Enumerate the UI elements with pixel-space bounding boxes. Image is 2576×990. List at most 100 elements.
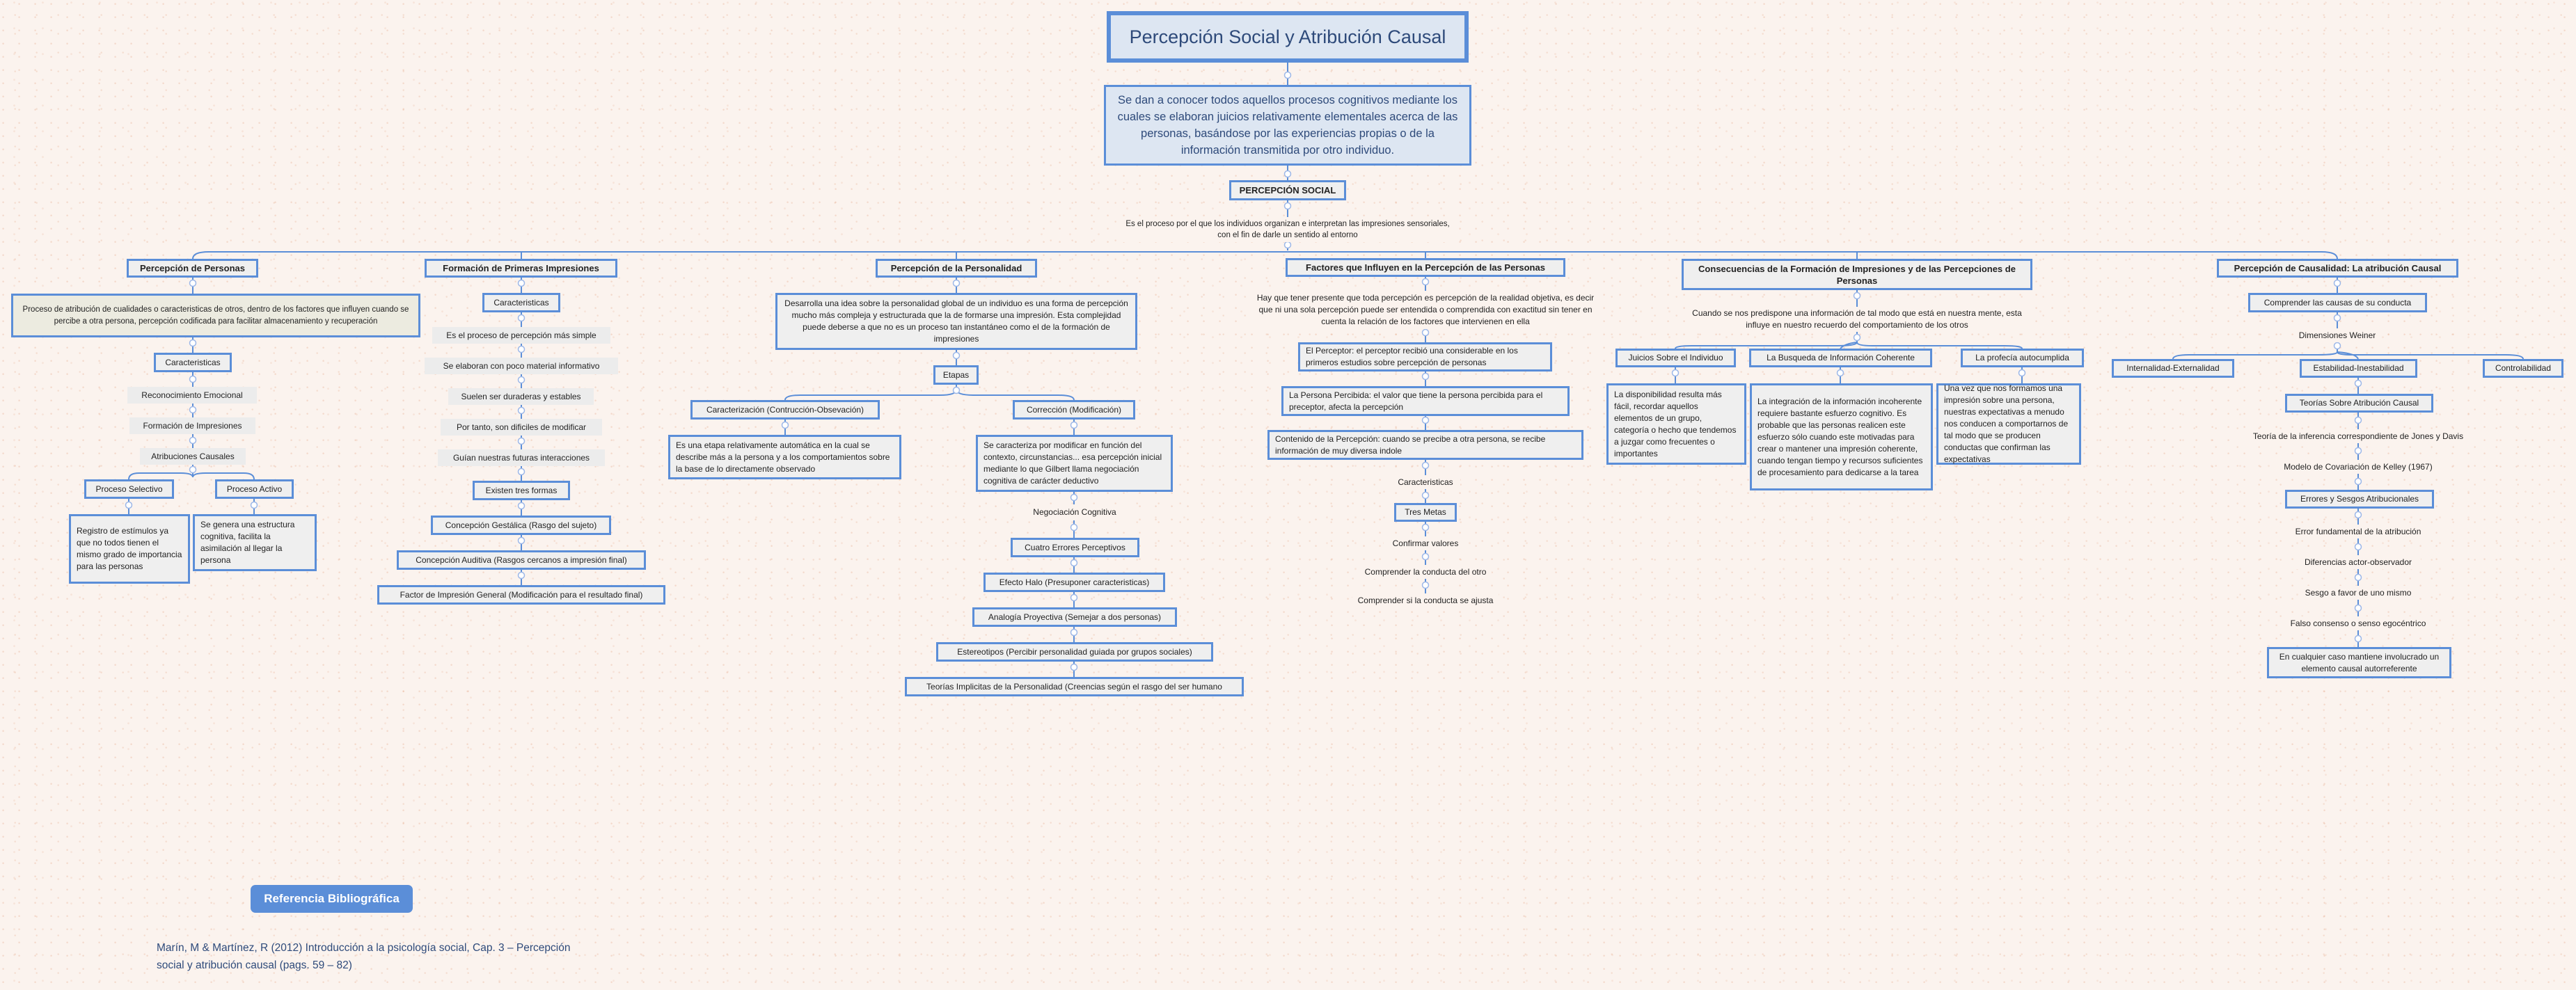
branch-primeras-impresiones[interactable]: Formación de Primeras Impresiones xyxy=(425,259,617,278)
collapse-toggle-icon[interactable] xyxy=(189,375,197,383)
collapse-toggle-icon[interactable] xyxy=(517,279,526,287)
primeras-item[interactable]: Guían nuestras futuras interacciones xyxy=(438,449,605,466)
factor-perceptor[interactable]: El Perceptor: el perceptor recibió una c… xyxy=(1298,342,1552,372)
collapse-toggle-icon[interactable] xyxy=(1421,523,1430,532)
collapse-toggle-icon[interactable] xyxy=(2354,379,2362,388)
dimension-item[interactable]: Estabilidad-Inestabilidad xyxy=(2300,359,2417,378)
consecuencias-description[interactable]: Cuando se nos predispone una información… xyxy=(1691,307,2023,332)
collapse-toggle-icon[interactable] xyxy=(2354,604,2362,612)
biases-label[interactable]: Errores y Sesgos Atribucionales xyxy=(2285,490,2434,509)
collapse-toggle-icon[interactable] xyxy=(125,501,133,509)
collapse-toggle-icon[interactable] xyxy=(1421,581,1430,589)
personas-item[interactable]: Atribuciones Causales xyxy=(140,448,246,465)
intro-node[interactable]: Se dan a conocer todos aquellos procesos… xyxy=(1104,85,1471,166)
primeras-form[interactable]: Concepción Gestálica (Rasgo del sujeto) xyxy=(431,516,611,535)
collapse-toggle-icon[interactable] xyxy=(1283,170,1292,178)
collapse-toggle-icon[interactable] xyxy=(1070,628,1078,637)
bias-item[interactable]: Error fundamental de la atribución xyxy=(2285,525,2431,538)
collapse-toggle-icon[interactable] xyxy=(1070,559,1078,567)
collapse-toggle-icon[interactable] xyxy=(1421,552,1430,561)
collapse-toggle-icon[interactable] xyxy=(189,279,197,287)
consecuencia-busqueda[interactable]: La Busqueda de Información Coherente xyxy=(1749,349,1932,367)
personalidad-stages-label[interactable]: Etapas xyxy=(933,365,979,385)
branch-causalidad[interactable]: Percepción de Causalidad: La atribución … xyxy=(2217,259,2458,278)
collapse-toggle-icon[interactable] xyxy=(189,465,197,474)
stage-correccion-detail[interactable]: Se caracteriza por modificar en función … xyxy=(976,435,1173,492)
goal-item[interactable]: Confirmar valores xyxy=(1384,536,1467,550)
theories-label[interactable]: Teorías Sobre Atribución Causal xyxy=(2285,394,2433,413)
goal-item[interactable]: Comprender si la conducta se ajusta xyxy=(1352,593,1499,607)
collapse-toggle-icon[interactable] xyxy=(1283,202,1292,210)
collapse-toggle-icon[interactable] xyxy=(517,536,526,545)
collapse-toggle-icon[interactable] xyxy=(250,501,258,509)
collapse-toggle-icon[interactable] xyxy=(1421,278,1430,286)
stage-correccion[interactable]: Corrección (Modificación) xyxy=(1013,400,1135,420)
reference-button[interactable]: Referencia Bibliográfica xyxy=(251,885,413,913)
collapse-toggle-icon[interactable] xyxy=(2354,634,2362,643)
collapse-toggle-icon[interactable] xyxy=(517,314,526,322)
collapse-toggle-icon[interactable] xyxy=(189,339,197,347)
factores-characteristics[interactable]: Caracteristicas xyxy=(1391,475,1460,489)
perceptive-error[interactable]: Analogía Proyectiva (Semejar a dos perso… xyxy=(972,607,1177,627)
collapse-toggle-icon[interactable] xyxy=(517,406,526,415)
bias-item[interactable]: Falso consenso o senso egocéntrico xyxy=(2282,616,2435,630)
collapse-toggle-icon[interactable] xyxy=(517,502,526,510)
primeras-form[interactable]: Factor de Impresión General (Modificació… xyxy=(377,585,665,605)
collapse-toggle-icon[interactable] xyxy=(1853,292,1861,300)
primeras-characteristics[interactable]: Caracteristicas xyxy=(482,293,560,312)
proceso-activo[interactable]: Proceso Activo xyxy=(215,479,294,499)
collapse-toggle-icon[interactable] xyxy=(1853,333,1861,342)
collapse-toggle-icon[interactable] xyxy=(2354,543,2362,551)
personas-description[interactable]: Proceso de atribución de cualidades o ca… xyxy=(11,294,420,337)
collapse-toggle-icon[interactable] xyxy=(517,571,526,580)
collapse-toggle-icon[interactable] xyxy=(1070,523,1078,532)
collapse-toggle-icon[interactable] xyxy=(952,386,961,394)
collapse-toggle-icon[interactable] xyxy=(1070,663,1078,671)
consecuencia-juicios[interactable]: Juicios Sobre el Individuo xyxy=(1615,349,1736,367)
collapse-toggle-icon[interactable] xyxy=(1836,369,1844,377)
collapse-toggle-icon[interactable] xyxy=(517,437,526,445)
personalidad-description[interactable]: Desarrolla una idea sobre la personalida… xyxy=(775,293,1137,350)
collapse-toggle-icon[interactable] xyxy=(781,421,789,429)
stage-caracterizacion[interactable]: Caracterización (Contrucción-Obsevación) xyxy=(690,400,880,420)
branch-percepcion-personas[interactable]: Percepción de Personas xyxy=(127,259,258,278)
collapse-toggle-icon[interactable] xyxy=(2333,342,2341,350)
primeras-item[interactable]: Es el proceso de percepción más simple xyxy=(432,327,610,344)
consecuencia-profecia[interactable]: La profecía autocumplida xyxy=(1961,349,2084,367)
collapse-toggle-icon[interactable] xyxy=(2354,511,2362,519)
causalidad-purpose[interactable]: Comprender las causas de su conducta xyxy=(2248,293,2427,312)
proceso-selectivo[interactable]: Proceso Selectivo xyxy=(84,479,174,499)
collapse-toggle-icon[interactable] xyxy=(1421,461,1430,470)
bias-item[interactable]: Diferencias actor-observador xyxy=(2296,555,2421,569)
personas-characteristics[interactable]: Caracteristicas xyxy=(154,353,232,372)
collapse-toggle-icon[interactable] xyxy=(1070,421,1078,429)
collapse-toggle-icon[interactable] xyxy=(517,376,526,384)
factor-contenido[interactable]: Contenido de la Percepción: cuando se pr… xyxy=(1267,430,1583,460)
collapse-toggle-icon[interactable] xyxy=(952,279,961,287)
personas-item[interactable]: Reconocimiento Emocional xyxy=(127,387,257,404)
map-title[interactable]: Percepción Social y Atribución Causal xyxy=(1107,11,1469,63)
collapse-toggle-icon[interactable] xyxy=(1421,372,1430,381)
goal-item[interactable]: Comprender la conducta del otro xyxy=(1359,565,1492,579)
primeras-forms-label[interactable]: Existen tres formas xyxy=(473,481,570,500)
perceptive-error[interactable]: Efecto Halo (Presuponer caracteristicas) xyxy=(983,573,1165,592)
causalidad-conclusion[interactable]: En cualquier caso mantiene involucrado u… xyxy=(2267,647,2451,678)
dimension-item[interactable]: Internalidad-Externalidad xyxy=(2112,359,2234,378)
dimensions-label[interactable]: Dimensiones Weiner xyxy=(2296,328,2379,342)
collapse-toggle-icon[interactable] xyxy=(1421,416,1430,424)
negotiation-label[interactable]: Negociación Cognitiva xyxy=(1019,504,1130,520)
goals-label[interactable]: Tres Metas xyxy=(1394,503,1457,522)
collapse-toggle-icon[interactable] xyxy=(189,436,197,445)
collapse-toggle-icon[interactable] xyxy=(517,468,526,476)
bias-item[interactable]: Sesgo a favor de uno mismo xyxy=(2301,586,2415,600)
factores-description[interactable]: Hay que tener presente que toda percepci… xyxy=(1249,291,1602,329)
perceptive-error[interactable]: Estereotipos (Percibir personalidad guia… xyxy=(936,642,1213,662)
collapse-toggle-icon[interactable] xyxy=(2354,477,2362,486)
central-node[interactable]: PERCEPCIÓN SOCIAL xyxy=(1229,180,1346,200)
theory-item[interactable]: Modelo de Covariación de Kelley (1967) xyxy=(2275,460,2442,474)
proceso-selectivo-detail[interactable]: Registro de estímulos ya que no todos ti… xyxy=(69,514,190,584)
collapse-toggle-icon[interactable] xyxy=(189,406,197,414)
collapse-toggle-icon[interactable] xyxy=(1070,493,1078,502)
branch-consecuencias[interactable]: Consecuencias de la Formación de Impresi… xyxy=(1682,259,2032,290)
consecuencia-juicios-detail[interactable]: La disponibilidad resulta más fácil, rec… xyxy=(1606,383,1746,465)
